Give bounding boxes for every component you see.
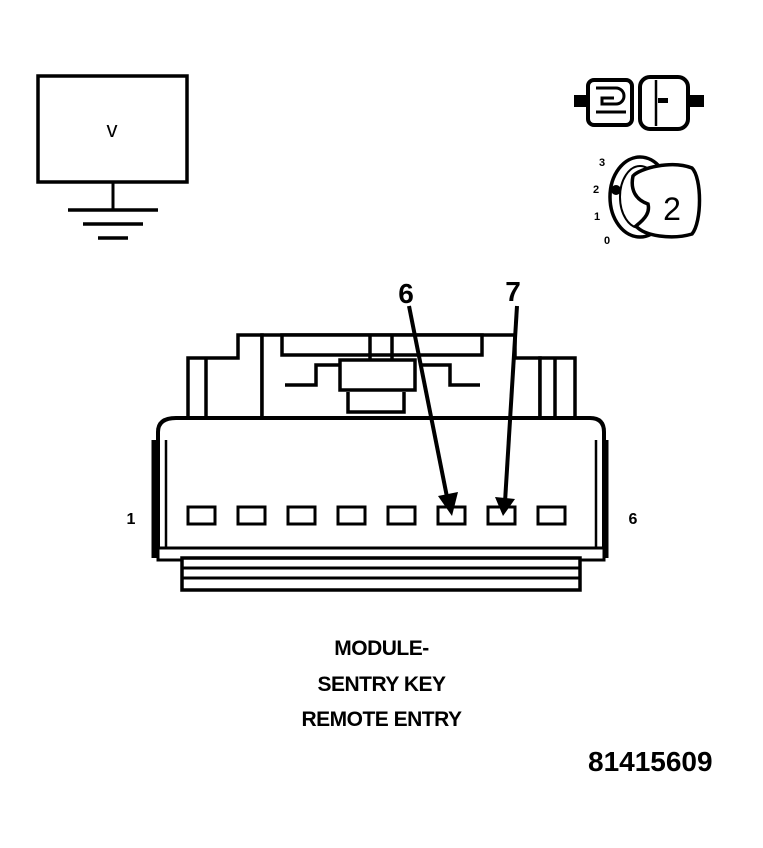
ignition-switch-icon: 3 2 1 0 2: [593, 155, 702, 247]
ignition-pos-2: 2: [593, 184, 599, 196]
ignition-pos-3: 3: [599, 157, 605, 169]
arrow-7-head: [495, 497, 515, 516]
voltmeter-box: [36, 74, 189, 184]
callout-arrows: [407, 305, 519, 516]
arrow-6-head: [438, 492, 458, 516]
cavity-5: [386, 505, 417, 526]
caption-line-2: SENTRY KEY: [317, 673, 446, 696]
caption-line-3: REMOTE ENTRY: [301, 708, 462, 731]
pin-callout-6: 6: [398, 278, 414, 309]
connector-end-label-left: 1: [127, 511, 136, 528]
voltmeter: V: [36, 74, 189, 240]
cavity-3: [286, 505, 317, 526]
cavity-4: [336, 505, 367, 526]
ground-icon: [68, 208, 158, 240]
document-number: 81415609: [588, 746, 713, 777]
ignition-pos-0: 0: [604, 235, 610, 247]
connector-housing: [156, 416, 606, 554]
connector-body: [151, 333, 609, 592]
cavity-1: [186, 505, 217, 526]
arrow-7: [503, 305, 519, 503]
ignition-selected-position: 2: [663, 191, 681, 227]
connector-end-label-right: 6: [629, 511, 638, 528]
arrow-6: [407, 305, 450, 503]
voltmeter-symbol: V: [107, 117, 118, 142]
position-indicator-dot: [611, 185, 621, 195]
disconnected-connector-icon: [574, 75, 704, 131]
pin-callout-7: 7: [505, 276, 521, 307]
key-icon: [630, 162, 702, 239]
caption-line-1: MODULE-: [334, 637, 429, 660]
ignition-pos-1: 1: [594, 211, 600, 223]
cavity-8: [536, 505, 567, 526]
cavity-2: [236, 505, 267, 526]
